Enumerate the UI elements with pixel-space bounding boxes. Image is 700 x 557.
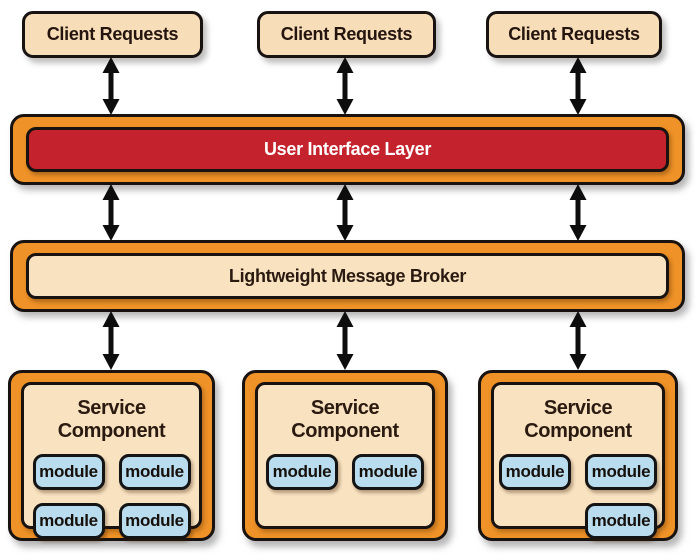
user-interface-layer-bar: User Interface Layer [26, 127, 669, 172]
lightweight-message-broker-label: Lightweight Message Broker [228, 265, 467, 286]
module-box: module [352, 454, 424, 490]
service-component-title: Service Component [291, 397, 399, 442]
module-label: module [591, 462, 651, 481]
service-component-1: Service Component module module module m… [8, 370, 215, 541]
module-label: module [591, 511, 651, 530]
double-arrow-icon [333, 311, 357, 370]
service-component-title: Service Component [524, 397, 632, 442]
service-component-title: Service Component [57, 397, 166, 442]
lightweight-message-broker-bar: Lightweight Message Broker [26, 253, 669, 299]
module-label: module [125, 462, 184, 481]
double-arrow-icon [99, 184, 123, 241]
module-box: module [585, 454, 657, 490]
user-interface-layer-label: User Interface Layer [263, 139, 432, 159]
module-label: module [272, 462, 332, 481]
module-box: module [118, 503, 191, 539]
module-box: module [266, 454, 338, 490]
client-requests-box-1: Client Requests [22, 11, 203, 58]
double-arrow-icon [566, 184, 590, 241]
client-requests-box-2: Client Requests [257, 11, 436, 58]
double-arrow-icon [566, 57, 590, 115]
double-arrow-icon [333, 184, 357, 241]
double-arrow-icon [99, 57, 123, 115]
client-requests-label: Client Requests [508, 24, 640, 44]
module-box: module [32, 503, 105, 539]
module-grid: module module [258, 454, 432, 490]
service-component-2: Service Component module module [242, 370, 448, 541]
lightweight-message-broker: Lightweight Message Broker [10, 240, 685, 312]
module-grid: module module module [494, 454, 662, 539]
module-box: module [32, 454, 105, 490]
user-interface-layer: User Interface Layer [10, 114, 685, 185]
module-label: module [358, 462, 418, 481]
double-arrow-icon [566, 311, 590, 370]
double-arrow-icon [99, 311, 123, 370]
module-label: module [39, 511, 98, 530]
service-component-3: Service Component module module module [478, 370, 678, 541]
client-requests-label: Client Requests [280, 24, 413, 44]
module-label: module [125, 511, 184, 530]
service-component-2-panel: Service Component module module [255, 382, 435, 529]
module-label: module [505, 462, 565, 481]
client-requests-box-3: Client Requests [486, 11, 662, 58]
module-box: module [499, 454, 571, 490]
module-box: module [118, 454, 191, 490]
service-component-1-panel: Service Component module module module m… [21, 382, 202, 539]
service-component-3-panel: Service Component module module module [491, 382, 665, 539]
module-label: module [39, 462, 98, 481]
double-arrow-icon [333, 57, 357, 115]
module-box: module [585, 503, 657, 539]
module-grid: module module module module [24, 454, 199, 539]
client-requests-label: Client Requests [46, 24, 179, 44]
